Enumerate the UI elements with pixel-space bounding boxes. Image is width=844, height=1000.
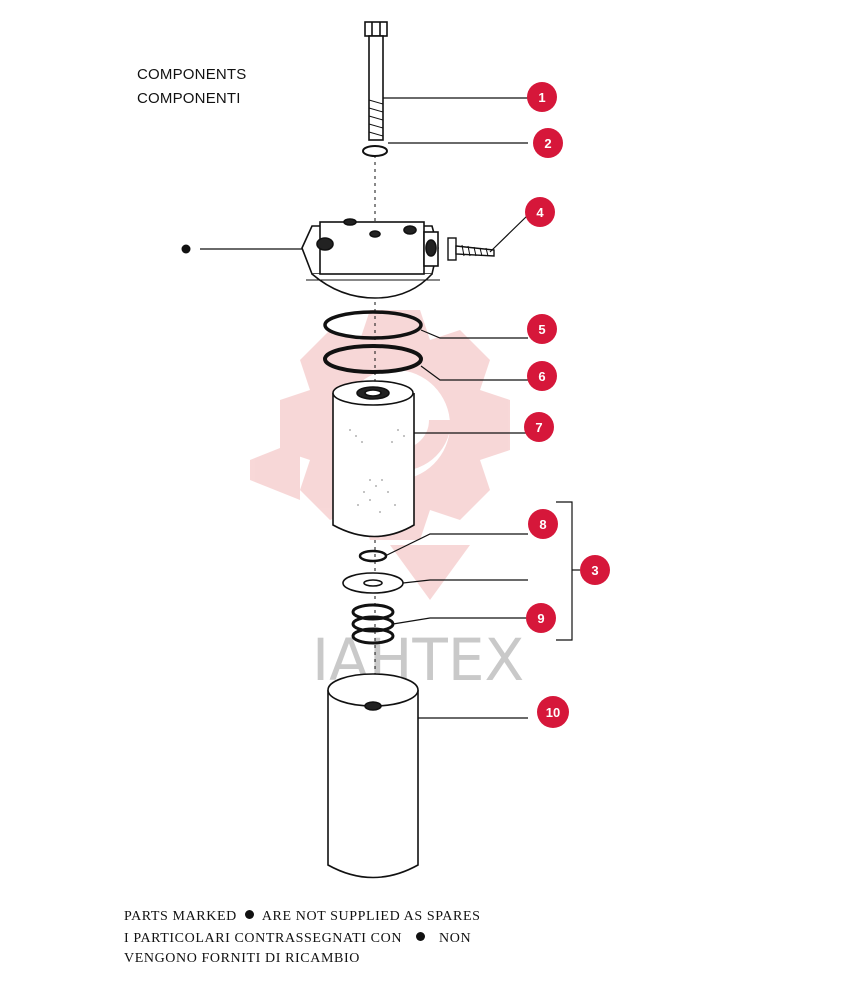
callout-9: 9 bbox=[526, 603, 556, 633]
callout-4: 4 bbox=[525, 197, 555, 227]
footnote-line-1a: PARTS MARKED bbox=[124, 909, 237, 924]
footnote-line-3: VENGONO FORNITI DI RICAMBIO bbox=[124, 951, 360, 966]
drain-screw-part-4 bbox=[447, 237, 495, 261]
callout-5: 5 bbox=[527, 314, 557, 344]
leader-lines bbox=[200, 97, 580, 719]
callout-label: 4 bbox=[536, 205, 544, 220]
callout-badges: 1 2 3 4 5 6 7 8 9 10 bbox=[524, 82, 610, 728]
callout-label: 2 bbox=[544, 136, 551, 151]
o-ring-part-6 bbox=[323, 344, 423, 374]
bolt-part-1 bbox=[364, 21, 388, 141]
callout-2: 2 bbox=[533, 128, 563, 158]
not-supplied-marker bbox=[181, 244, 191, 254]
callout-label: 9 bbox=[537, 611, 544, 626]
filter-cartridge-part-7 bbox=[332, 380, 415, 538]
footnote-line-2b: NON bbox=[439, 931, 472, 946]
callout-label: 10 bbox=[546, 705, 560, 720]
heading-components: COMPONENTS bbox=[137, 66, 247, 83]
heading-componenti: COMPONENTI bbox=[137, 90, 241, 107]
callout-label: 7 bbox=[535, 420, 542, 435]
o-ring-part-5 bbox=[323, 310, 423, 340]
callout-8: 8 bbox=[528, 509, 558, 539]
callout-6: 6 bbox=[527, 361, 557, 391]
callout-label: 6 bbox=[538, 369, 545, 384]
footnote-line-1b: ARE NOT SUPPLIED AS SPARES bbox=[261, 909, 481, 924]
callout-label: 1 bbox=[538, 90, 545, 105]
bowl-part-10 bbox=[327, 673, 419, 879]
callout-label: 3 bbox=[591, 563, 598, 578]
spring-seat bbox=[342, 572, 404, 594]
callout-label: 8 bbox=[539, 517, 546, 532]
o-ring-part-8 bbox=[358, 549, 388, 563]
callout-7: 7 bbox=[524, 412, 554, 442]
callout-label: 5 bbox=[538, 322, 545, 337]
footnote-line-2a: I PARTICOLARI CONTRASSEGNATI CON bbox=[124, 931, 403, 946]
footnote-line-1: PARTS MARKED ARE NOT SUPPLIED AS SPARES bbox=[124, 909, 481, 925]
callout-3: 3 bbox=[580, 555, 610, 585]
bullet-icon bbox=[244, 910, 254, 919]
washer-part-2 bbox=[362, 145, 388, 157]
callout-1: 1 bbox=[527, 82, 557, 112]
filter-head bbox=[301, 218, 440, 299]
footnote-line-2: I PARTICOLARI CONTRASSEGNATI CON NON bbox=[124, 931, 471, 947]
callout-10: 10 bbox=[537, 696, 569, 728]
bullet-icon bbox=[416, 932, 426, 941]
